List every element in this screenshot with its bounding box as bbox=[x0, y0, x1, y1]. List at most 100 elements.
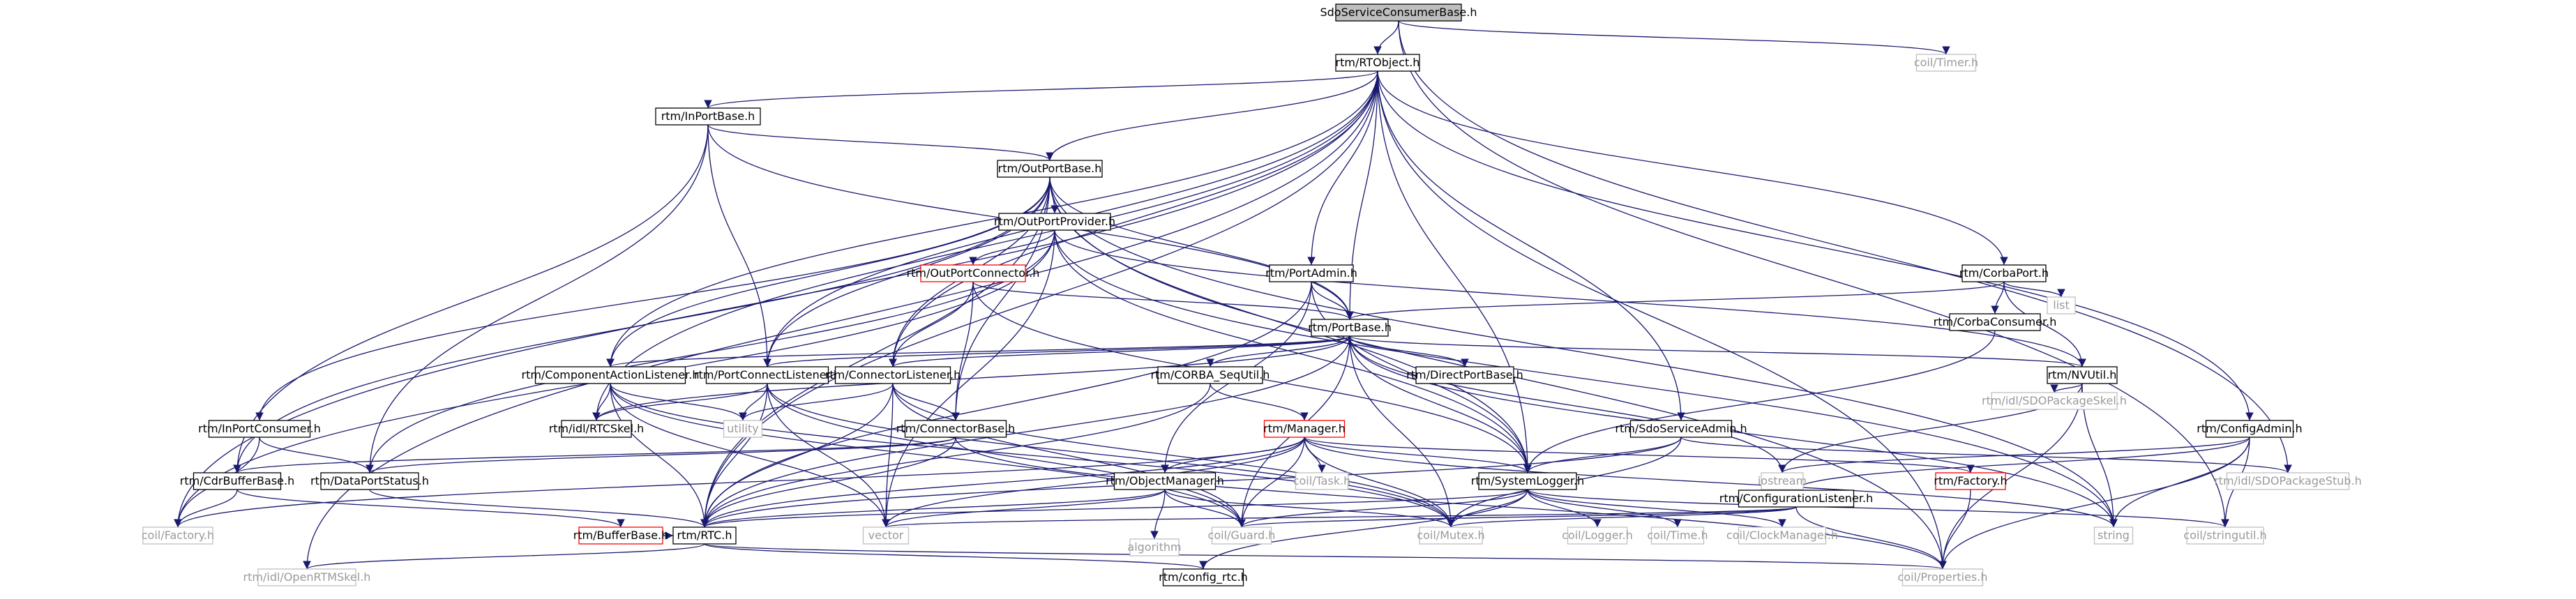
dependency-edge-n24-n42 bbox=[1304, 437, 1455, 528]
dependency-edge-n8-n38 bbox=[700, 281, 1312, 528]
graph-node-n5[interactable]: rtm/OutPortBase.h bbox=[997, 160, 1103, 178]
node-label: rtm/DirectPortBase.h bbox=[1406, 368, 1523, 381]
graph-node-n6[interactable]: rtm/OutPortProvider.h bbox=[994, 213, 1115, 231]
graph-node-n13[interactable]: rtm/ComponentActionListener.h bbox=[522, 366, 700, 384]
graph-node-n4[interactable]: rtm/InPortBase.h bbox=[655, 107, 761, 126]
dependency-edge-n2-n15 bbox=[889, 70, 1378, 367]
graph-node-n2[interactable]: rtm/RTObject.h bbox=[1335, 54, 1420, 72]
dependency-edge-n31-n47 bbox=[1527, 489, 2229, 528]
dependency-edge-n12-n16 bbox=[1206, 335, 1350, 367]
graph-node-n9[interactable]: rtm/CorbaPort.h bbox=[1959, 264, 2049, 282]
node-box bbox=[1738, 490, 1855, 508]
dependency-edge-n14-n38 bbox=[700, 383, 768, 528]
graph-node-n49[interactable]: rtm/config_rtc.h bbox=[1159, 568, 1248, 586]
dependency-edge-n24-n41 bbox=[1237, 437, 1305, 528]
dependency-edge-n7-n15 bbox=[889, 281, 974, 367]
dependency-edge-n29-n38 bbox=[700, 489, 1166, 528]
node-label: coil/stringutil.h bbox=[2183, 529, 2266, 542]
graph-node-n31[interactable]: rtm/SystemLogger.h bbox=[1471, 472, 1584, 490]
dependency-edge-n2-n48 bbox=[303, 70, 1378, 570]
dependency-edge-n31-n49 bbox=[1199, 489, 1528, 570]
graph-node-n11[interactable]: rtm/CorbaConsumer.h bbox=[1934, 313, 2057, 331]
graph-node-n33[interactable]: rtm/ConfigurationListener.h bbox=[1719, 490, 1873, 508]
node-box bbox=[208, 420, 311, 438]
node-label: rtm/RTC.h bbox=[677, 529, 732, 542]
graph-node-n20[interactable]: rtm/InPortConsumer.h bbox=[198, 420, 321, 438]
node-label: rtm/PortConnectListener.h bbox=[694, 368, 841, 381]
graph-node-n17[interactable]: rtm/DirectPortBase.h bbox=[1406, 366, 1523, 384]
dependency-edge-n26-n33 bbox=[1792, 437, 2250, 491]
graph-node-n25[interactable]: rtm/SdoServiceAdmin.h bbox=[1615, 420, 1747, 438]
dependency-edge-n15-n41 bbox=[892, 383, 1246, 528]
dependency-edge-n14-n21 bbox=[592, 383, 768, 421]
graph-node-n27[interactable]: rtm/CdrBufferBase.h bbox=[180, 472, 294, 490]
graph-node-n7[interactable]: rtm/OutPortConnector.h bbox=[907, 264, 1040, 282]
graph-node-n34[interactable]: rtm/Factory.h bbox=[1934, 472, 2008, 490]
graph-node-n42: coil/Mutex.h bbox=[1417, 526, 1485, 545]
dependency-edge-n15-n42 bbox=[892, 383, 1455, 528]
node-label: coil/Logger.h bbox=[1562, 529, 1633, 542]
dependency-edge-n9-n10 bbox=[2003, 281, 2065, 298]
graph-node-n28[interactable]: rtm/DataPortStatus.h bbox=[310, 472, 429, 490]
dependency-edge-n20-n28 bbox=[259, 437, 374, 473]
graph-node-n16[interactable]: rtm/CORBA_SeqUtil.h bbox=[1151, 366, 1270, 384]
dependency-edge-n2-n21 bbox=[592, 70, 1378, 421]
node-box bbox=[705, 366, 829, 384]
dependency-edge-n6-n46 bbox=[1054, 229, 2118, 528]
node-box bbox=[998, 213, 1111, 231]
node-label: rtm/ObjectManager.h bbox=[1106, 474, 1224, 487]
graph-node-n24[interactable]: rtm/Manager.h bbox=[1263, 420, 1346, 438]
dependency-edge-n2-n25 bbox=[1377, 70, 1685, 421]
graph-node-n23[interactable]: rtm/ConnectorBase.h bbox=[896, 420, 1016, 438]
node-box bbox=[1419, 526, 1483, 545]
graph-node-n38[interactable]: rtm/RTC.h bbox=[672, 526, 737, 545]
dependency-edge-n15-n39 bbox=[882, 383, 894, 528]
dependency-edge-n26-n32 bbox=[1778, 437, 2250, 473]
dependency-edge-n5-n38 bbox=[700, 176, 1050, 528]
graph-node-n45: coil/ClockManager.h bbox=[1726, 526, 1838, 545]
node-box bbox=[1415, 366, 1514, 384]
graph-node-n39: vector bbox=[862, 526, 910, 545]
graph-node-n36: coil/Factory.h bbox=[142, 526, 214, 545]
node-box bbox=[1295, 472, 1349, 490]
dependency-edge-n8-n12 bbox=[1311, 281, 1354, 320]
dependency-edge-n16-n24 bbox=[1210, 383, 1309, 421]
graph-node-n19: rtm/idl/SDOPackageSkel.h bbox=[1982, 392, 2127, 410]
graph-node-n15[interactable]: rtm/ConnectorListener.h bbox=[825, 366, 961, 384]
node-box bbox=[1478, 472, 1577, 490]
node-label: rtm/SystemLogger.h bbox=[1471, 474, 1584, 487]
dependency-edge-n7-n23 bbox=[951, 281, 974, 421]
dependency-edge-n25-n35 bbox=[1680, 437, 2292, 473]
dependency-edge-n13-n39 bbox=[610, 383, 890, 528]
node-box bbox=[1738, 526, 1827, 545]
node-box bbox=[1949, 313, 2041, 331]
node-label: rtm/ConfigAdmin.h bbox=[2197, 422, 2302, 435]
dependency-edge-n4-n27 bbox=[233, 124, 709, 473]
graph-node-n29[interactable]: rtm/ObjectManager.h bbox=[1106, 472, 1224, 490]
dependency-edge-n15-n22 bbox=[739, 383, 894, 421]
dependency-edge-n23-n38 bbox=[700, 437, 956, 528]
dependency-edge-n33-n39 bbox=[882, 506, 1797, 528]
node-label: rtm/idl/OpenRTMSkel.h bbox=[243, 570, 371, 584]
graph-node-n44: coil/Time.h bbox=[1647, 526, 1708, 545]
graph-node-n18[interactable]: rtm/NVUtil.h bbox=[2047, 366, 2118, 384]
graph-node-n21[interactable]: rtm/idl/RTCSkel.h bbox=[549, 420, 645, 438]
node-label: rtm/PortAdmin.h bbox=[1265, 266, 1357, 280]
graph-node-n1[interactable]: SdoServiceConsumerBase.h bbox=[1320, 3, 1477, 22]
graph-node-n12[interactable]: rtm/PortBase.h bbox=[1308, 319, 1392, 337]
graph-node-n8[interactable]: rtm/PortAdmin.h bbox=[1265, 264, 1357, 282]
dependency-edge-n18-n50 bbox=[1938, 383, 2083, 570]
node-box bbox=[257, 568, 356, 586]
dependency-edge-n14-n39 bbox=[767, 383, 890, 528]
node-box bbox=[1162, 568, 1244, 586]
graph-node-n37[interactable]: rtm/BufferBase.h bbox=[573, 526, 669, 545]
node-box bbox=[561, 420, 632, 438]
node-label: rtm/CdrBufferBase.h bbox=[180, 474, 294, 487]
graph-node-n14[interactable]: rtm/PortConnectListener.h bbox=[694, 366, 841, 384]
dependency-edge-n2-n50 bbox=[1377, 70, 1947, 570]
dependency-edge-n12-n18 bbox=[1349, 335, 2086, 367]
graph-node-n26[interactable]: rtm/ConfigAdmin.h bbox=[2197, 420, 2303, 438]
dependency-edge-n28-n38 bbox=[369, 489, 709, 528]
dependency-edge-n2-n4 bbox=[704, 70, 1378, 109]
